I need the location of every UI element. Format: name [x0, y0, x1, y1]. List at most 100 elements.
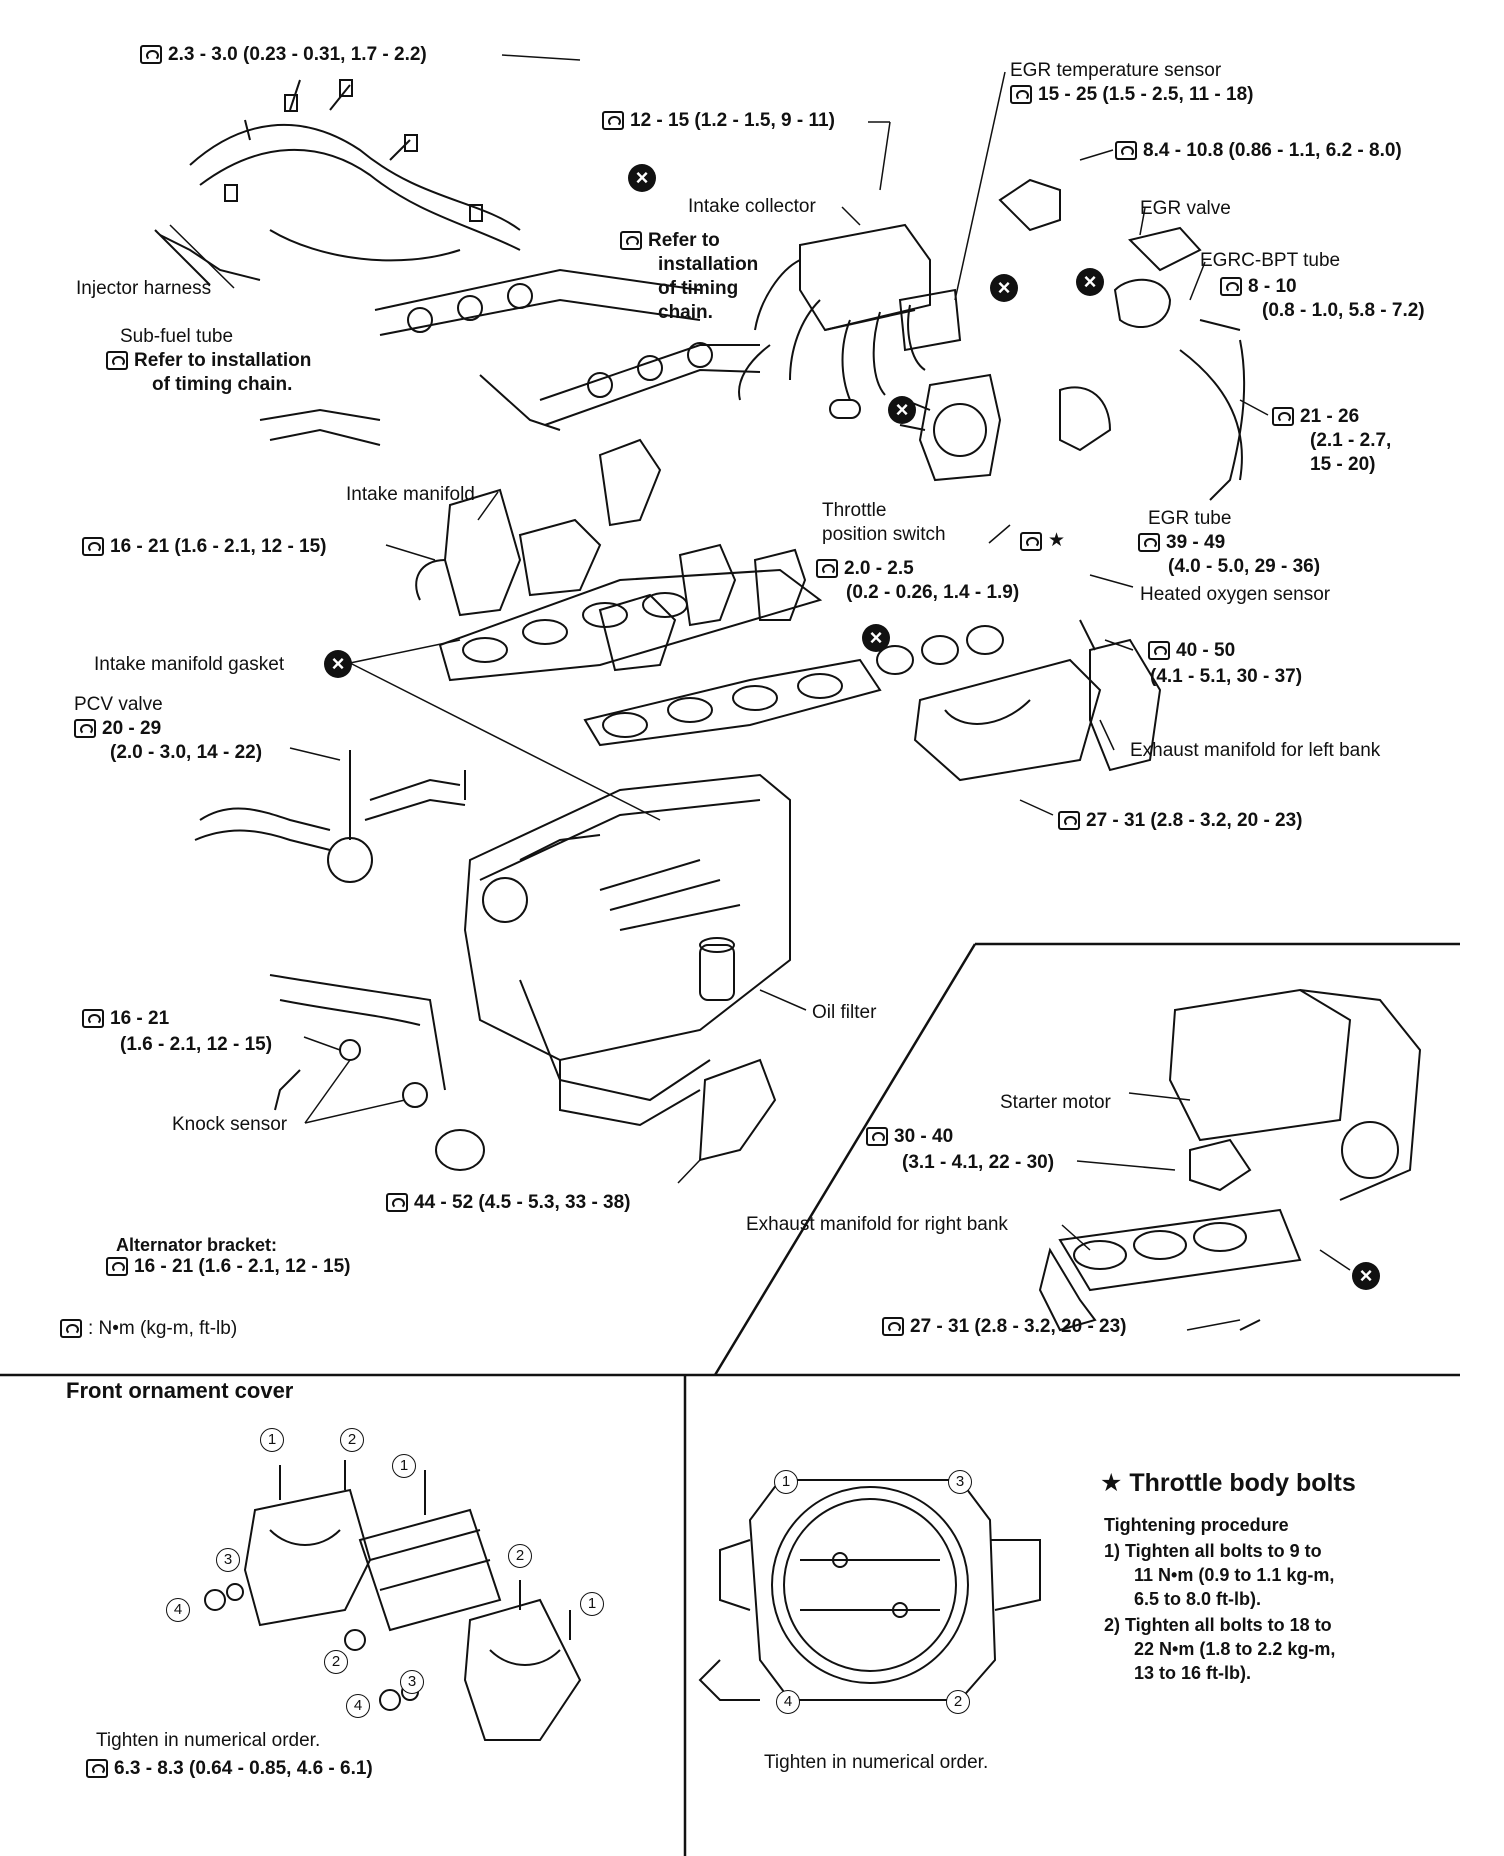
throttle-body-bolts-title: ★ Throttle body bolts	[1100, 1469, 1356, 1497]
pcv-valve-torque-2: (2.0 - 3.0, 14 - 22)	[110, 742, 263, 763]
torque-wrench-icon	[1058, 811, 1080, 830]
o2-sensor-torque-1: 40 - 50	[1176, 640, 1236, 661]
injector-bolt-torque-label: 2.3 - 3.0 (0.23 - 0.31, 1.7 - 2.2)	[140, 44, 427, 66]
refer-timing-1: Refer to	[648, 230, 720, 251]
seal-replace-mark: ×	[628, 164, 656, 192]
intake-gasket-drawing	[438, 568, 882, 747]
leader-lines	[169, 54, 1351, 1331]
units-legend-text: : N•m (kg-m, ft-lb)	[88, 1318, 238, 1339]
torque-wrench-icon	[386, 1193, 408, 1212]
injector-harness-drawing	[154, 79, 521, 286]
sub-fuel-refer-1: Refer to installation	[134, 350, 312, 371]
pcv-valve-torque-1: 20 - 29	[102, 718, 162, 739]
units-legend: : N•m (kg-m, ft-lb)	[60, 1318, 237, 1340]
torque-wrench-icon	[1272, 407, 1294, 426]
torque-wrench-icon	[1115, 141, 1137, 160]
exhaust-left-nut-torque: 27 - 31 (2.8 - 3.2, 20 - 23)	[1086, 810, 1303, 831]
starter-motor-torque-1: 30 - 40	[894, 1126, 954, 1147]
intake-manifold-torque: 16 - 21 (1.6 - 2.1, 12 - 15)	[110, 536, 327, 557]
refer-timing-chain-note: Refer to	[620, 230, 720, 252]
starter-motor-torque-2: (3.1 - 4.1, 22 - 30)	[902, 1152, 1055, 1173]
throttle-body-order-note: Tighten in numerical order.	[764, 1752, 989, 1773]
egrc-bpt-tube-label: EGRC-BPT tube	[1200, 250, 1341, 271]
alternator-bracket-label: Alternator bracket:	[116, 1235, 278, 1255]
exhaust-manifold-right-drawing	[1038, 1208, 1302, 1332]
egr-tube-torque-2: (4.0 - 5.0, 29 - 36)	[1168, 556, 1321, 577]
injector-bolt-torque: 2.3 - 3.0 (0.23 - 0.31, 1.7 - 2.2)	[168, 44, 427, 65]
bolt-order-3: 3	[948, 1470, 972, 1494]
procedure-step-2-line-2: 22 N•m (1.8 to 2.2 kg-m,	[1134, 1639, 1336, 1659]
pcv-valve-label: PCV valve	[74, 694, 163, 715]
torque-wrench-icon	[816, 559, 838, 578]
refer-timing-4: chain.	[658, 302, 713, 323]
starter-motor-torque-label: 30 - 40	[866, 1126, 953, 1148]
knock-sensor-label: Knock sensor	[172, 1114, 288, 1135]
exhaust-manifold-left-label: Exhaust manifold for left bank	[1130, 740, 1381, 761]
bolt-order-1: 1	[260, 1428, 284, 1452]
bolt-order-4: 4	[166, 1598, 190, 1622]
seal-replace-mark: ×	[324, 650, 352, 678]
egr-tube-line	[1209, 339, 1246, 501]
torque-wrench-icon	[866, 1127, 888, 1146]
procedure-step-1-line-3: 6.5 to 8.0 ft-lb).	[1134, 1589, 1262, 1609]
egr-bracket-torque-1: 21 - 26	[1300, 406, 1360, 427]
egr-temperature-sensor-label: EGR temperature sensor	[1010, 60, 1222, 81]
torque-wrench-icon	[1010, 85, 1032, 104]
egr-valve-drawing	[998, 178, 1243, 481]
intake-manifold-gasket-label: Intake manifold gasket	[94, 654, 285, 675]
bolt-order-2: 2	[946, 1690, 970, 1714]
seal-replace-mark: ×	[990, 274, 1018, 302]
throttle-position-switch-label-1: Throttle	[822, 500, 887, 521]
torque-wrench-icon	[82, 537, 104, 556]
knock-sensor-torque-label: 16 - 21	[82, 1008, 169, 1030]
exhaust-manifold-left-drawing	[876, 619, 1162, 782]
alternator-bracket-drawing	[698, 1058, 777, 1162]
torque-wrench-icon	[106, 1257, 128, 1276]
torque-wrench-icon	[1138, 533, 1160, 552]
bolt-order-2: 2	[340, 1428, 364, 1452]
throttle-switch-torque-1: 2.0 - 2.5	[844, 558, 914, 579]
front-cover-order-note: Tighten in numerical order.	[96, 1730, 321, 1751]
sub-fuel-refer-2: of timing chain.	[152, 374, 293, 395]
front-cover-torque-label: 6.3 - 8.3 (0.64 - 0.85, 4.6 - 6.1)	[86, 1758, 373, 1780]
pcv-valve-torque-label: 20 - 29	[74, 718, 161, 740]
torque-wrench-icon	[140, 45, 162, 64]
seal-replace-mark: ×	[862, 624, 890, 652]
o2-sensor-torque-label: 40 - 50	[1148, 640, 1235, 662]
oil-filter-label: Oil filter	[812, 1002, 877, 1023]
exhaust-right-nut-torque: 27 - 31 (2.8 - 3.2, 20 - 23)	[910, 1316, 1127, 1337]
throttle-position-switch-label-2: position switch	[822, 524, 946, 545]
star-mark: ★	[1048, 530, 1066, 551]
refer-timing-2: installation	[658, 254, 759, 275]
procedure-step-1-line-1: 1) Tighten all bolts to 9 to	[1104, 1541, 1322, 1561]
egr-tube-label: EGR tube	[1148, 508, 1232, 529]
alternator-bracket-torque-label: 16 - 21 (1.6 - 2.1, 12 - 15)	[106, 1256, 351, 1278]
egrc-bpt-torque-1: 8 - 10	[1248, 276, 1297, 297]
throttle-switch-torque-2: (0.2 - 0.26, 1.4 - 1.9)	[846, 582, 1020, 603]
bolt-order-4: 4	[346, 1694, 370, 1718]
bolt-order-1: 1	[392, 1454, 416, 1478]
egrc-bpt-torque-label: 8 - 10	[1220, 276, 1297, 298]
bolt-order-3: 3	[216, 1548, 240, 1572]
egr-tube-torque-label: 39 - 49	[1138, 532, 1225, 554]
right-bank-engine-drawing	[1168, 988, 1422, 1201]
bolt-order-1: 1	[774, 1470, 798, 1494]
intake-manifold-torque-label: 16 - 21 (1.6 - 2.1, 12 - 15)	[82, 536, 327, 558]
seal-replace-mark: ×	[1352, 1262, 1380, 1290]
collector-bolt-torque: 12 - 15 (1.2 - 1.5, 9 - 11)	[630, 110, 835, 131]
heated-oxygen-sensor-label: Heated oxygen sensor	[1140, 584, 1331, 605]
intake-manifold-drawing	[415, 438, 807, 672]
torque-wrench-icon	[1220, 277, 1242, 296]
collector-bolt-torque-label: 12 - 15 (1.2 - 1.5, 9 - 11)	[602, 110, 835, 132]
egr-valve-bolt-torque-label: 8.4 - 10.8 (0.86 - 1.1, 6.2 - 8.0)	[1115, 140, 1402, 162]
bolt-order-1: 1	[580, 1592, 604, 1616]
refer-timing-3: of timing	[658, 278, 739, 299]
intake-manifold-label: Intake manifold	[346, 484, 475, 505]
knock-sensor-torque-1: 16 - 21	[110, 1008, 170, 1029]
egrc-bpt-torque-2: (0.8 - 1.0, 5.8 - 7.2)	[1262, 300, 1425, 321]
throttle-body-detail-drawing	[698, 1479, 1041, 1701]
engine-block-drawing	[463, 773, 791, 1127]
bolt-order-2: 2	[324, 1650, 348, 1674]
intake-collector-drawing	[738, 223, 962, 419]
bolt-order-4: 4	[776, 1690, 800, 1714]
